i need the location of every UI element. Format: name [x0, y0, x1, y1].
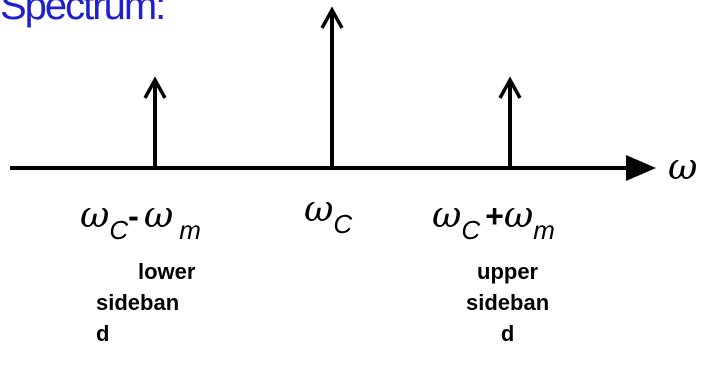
- upper-omega-m: ω: [503, 195, 534, 236]
- carrier-frequency-label: ωC: [304, 189, 352, 238]
- carrier-arrowhead: [320, 6, 344, 29]
- lower-caption-line-2: sideban: [96, 290, 180, 315]
- lower-omega: ω: [80, 195, 110, 236]
- lower-sub-c: C: [109, 215, 129, 245]
- lower-minus-sign: -: [128, 198, 139, 234]
- upper-sideband-frequency-label: ωC +ωm: [432, 195, 555, 244]
- upper-sub-c: C: [461, 215, 481, 245]
- upper-caption-line-2: sideban: [466, 290, 550, 315]
- lower-caption-line-1: lower: [138, 259, 196, 284]
- lower-sideband-arrowhead: [143, 76, 167, 99]
- carrier-omega: ω: [304, 189, 334, 230]
- lower-sub-m: m: [179, 215, 201, 245]
- lower-omega-m: ω: [143, 195, 174, 236]
- upper-omega: ω: [432, 195, 462, 236]
- upper-caption-line-3: d: [500, 321, 515, 346]
- upper-plus-sign: +: [485, 198, 504, 234]
- upper-caption-line-1: upper: [477, 259, 539, 284]
- axis-label: ω: [668, 150, 697, 186]
- upper-sideband-arrowhead: [498, 76, 522, 99]
- lower-sideband-caption: lower sideban d: [96, 256, 195, 349]
- page-title: Spectrum:: [0, 0, 166, 28]
- axis-arrowhead: [626, 155, 656, 181]
- upper-sub-m: m: [533, 215, 555, 245]
- lower-caption-line-3: d: [96, 321, 110, 346]
- axis-omega: ω: [668, 147, 698, 188]
- upper-sideband-caption: upper sideban d: [466, 256, 549, 349]
- carrier-sub-c: C: [333, 209, 353, 239]
